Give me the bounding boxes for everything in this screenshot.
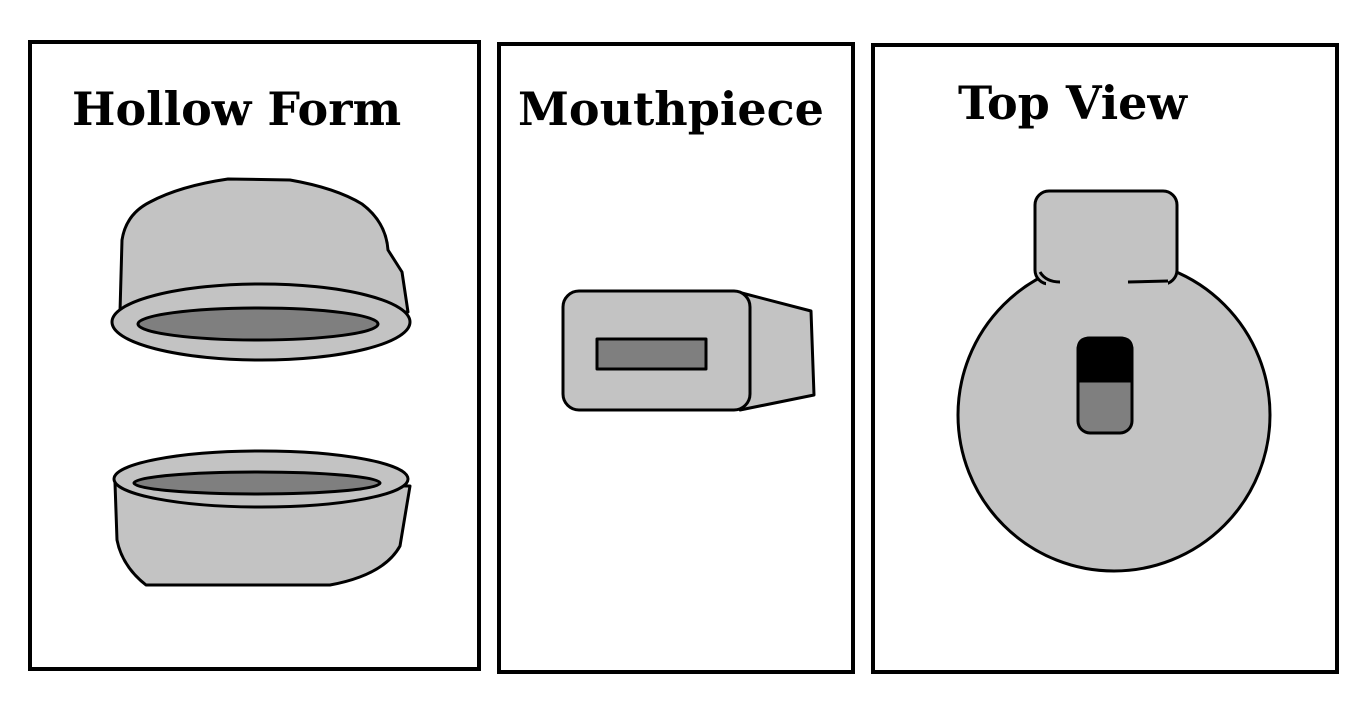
lower-bowl-shell xyxy=(113,481,412,587)
top-view-joint xyxy=(1046,270,1168,296)
panel-hollow-form: Hollow Form xyxy=(28,40,481,671)
hollow-form-drawing xyxy=(110,177,412,587)
panel-top-view: Top View xyxy=(871,43,1339,674)
upper-dome-opening xyxy=(136,306,380,342)
top-view-chamber-cap xyxy=(1076,336,1134,383)
top-view-joint-edge-left xyxy=(1038,271,1061,284)
panel-title-hollow-form: Hollow Form xyxy=(72,82,402,136)
panel-mouthpiece: Mouthpiece xyxy=(497,42,855,674)
upper-dome-shell xyxy=(118,177,410,314)
lower-bowl-opening xyxy=(132,470,382,496)
panel-title-top-view: Top View xyxy=(958,76,1188,130)
mouthpiece-slot xyxy=(595,337,708,371)
top-view-joint-edge-right xyxy=(1127,279,1169,284)
panel-title-mouthpiece: Mouthpiece xyxy=(518,82,824,136)
mouthpiece-drawing xyxy=(561,289,816,412)
top-view-drawing xyxy=(956,189,1272,573)
